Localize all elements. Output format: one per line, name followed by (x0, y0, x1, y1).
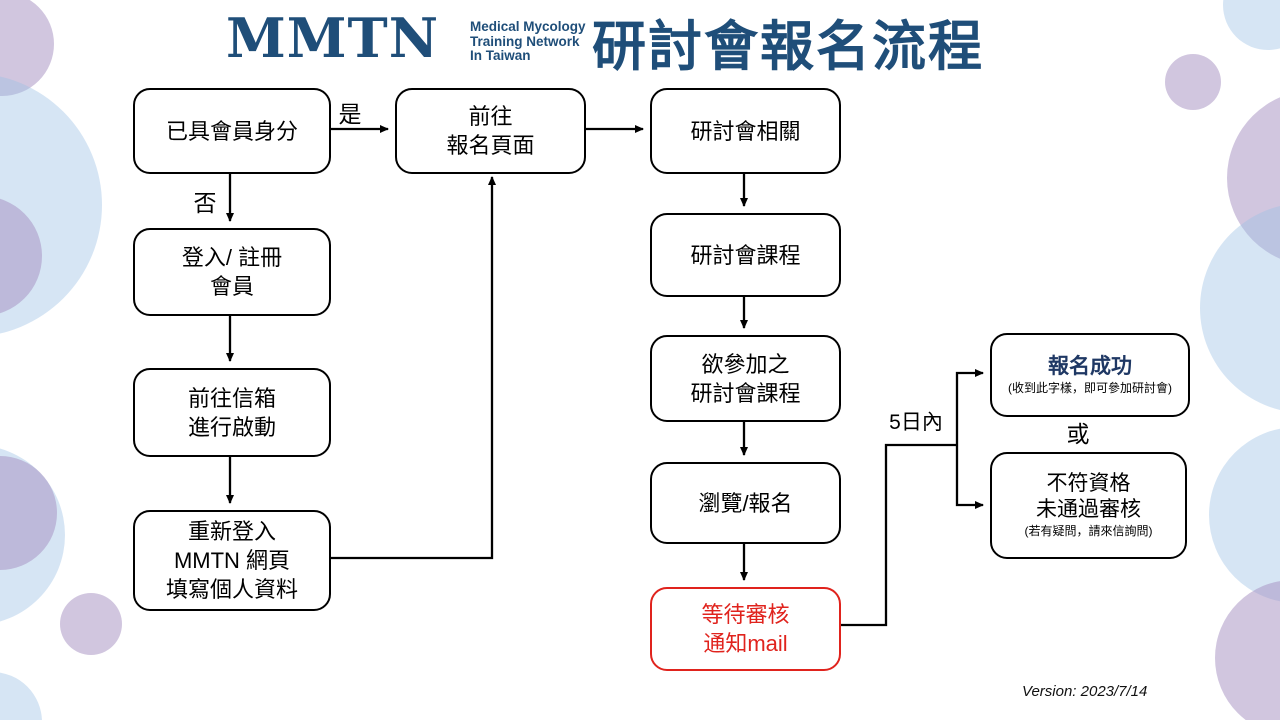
node-text: 進行啟動 (187, 414, 276, 440)
node-text: 填寫個人資料 (165, 577, 298, 602)
node-text: 已具會員身分 (165, 118, 298, 144)
logo-subtitle-line: Training Network (470, 33, 580, 49)
decor-circle (1165, 54, 1221, 110)
node-text: 研討會課程 (690, 242, 801, 268)
edge-wait-to-branch (837, 443, 957, 627)
edge-label-no: 否 (193, 190, 217, 216)
mmtn-logo: MMTN (226, 6, 440, 70)
edge-relogin-to-gotopage (327, 176, 496, 560)
flow-node-browse-and-register: 瀏覽/報名 (650, 462, 841, 544)
flow-node-course-to-join: 欲參加之 研討會課程 (650, 335, 841, 422)
node-text: 前往信箱 (187, 385, 276, 411)
node-text: 會員 (209, 274, 254, 299)
logo-subtitle-line: Medical Mycology (470, 19, 586, 34)
node-text: 重新登入 (187, 519, 276, 544)
flow-node-not-qualified: 不符資格 未通過審核 (若有疑問，請來信詢問) (990, 452, 1187, 559)
version-label: Version: 2023/7/14 (1022, 683, 1148, 700)
flow-node-goto-registration-page: 前往 報名頁面 (395, 88, 586, 174)
node-text: 登入/ 註冊 (181, 245, 283, 270)
node-note: (若有疑問，請來信詢問) (1024, 524, 1153, 538)
edge-branch-to-fail (955, 445, 984, 509)
node-text: MMTN 網頁 (173, 548, 291, 573)
mmtn-logo-subtitle: Medical Mycology Training Network In Tai… (470, 19, 586, 64)
flow-node-has-membership: 已具會員身分 (133, 88, 331, 174)
node-text: 研討會相關 (690, 118, 801, 144)
node-text: 報名成功 (1048, 355, 1132, 378)
edge-label-yes: 是 (338, 101, 362, 127)
flow-node-relogin-fill-profile: 重新登入 MMTN 網頁 填寫個人資料 (133, 510, 331, 611)
node-text: 前往 (468, 104, 513, 129)
flow-node-seminar-courses: 研討會課程 (650, 213, 841, 297)
flow-node-registration-success: 報名成功 (收到此字樣，即可參加研討會) (990, 333, 1190, 417)
node-text: 通知mail (703, 631, 788, 656)
logo-subtitle-line: In Taiwan (470, 48, 531, 63)
page-title: 研討會報名流程 (592, 17, 984, 77)
node-text: 不符資格 (1046, 472, 1131, 495)
flow-node-seminar-related: 研討會相關 (650, 88, 841, 174)
edge-label-within-five-days: 5日內 (889, 411, 943, 434)
node-text: 欲參加之 (701, 351, 790, 377)
flow-node-wait-review-mail: 等待審核 通知mail (650, 587, 841, 671)
node-note: (收到此字樣，即可參加研討會) (1008, 381, 1172, 395)
node-text: 等待審核 (701, 602, 790, 627)
edge-branch-to-success (955, 369, 984, 445)
node-text: 瀏覽/報名 (698, 490, 793, 516)
node-text: 未通過審核 (1036, 498, 1141, 521)
edge-label-or: 或 (1066, 421, 1090, 447)
node-text: 報名頁面 (446, 133, 535, 158)
flow-node-login-or-register: 登入/ 註冊 會員 (133, 228, 331, 316)
decor-circle (60, 593, 122, 655)
flow-node-activate-via-mailbox: 前往信箱 進行啟動 (133, 368, 331, 457)
node-text: 研討會課程 (690, 380, 801, 406)
